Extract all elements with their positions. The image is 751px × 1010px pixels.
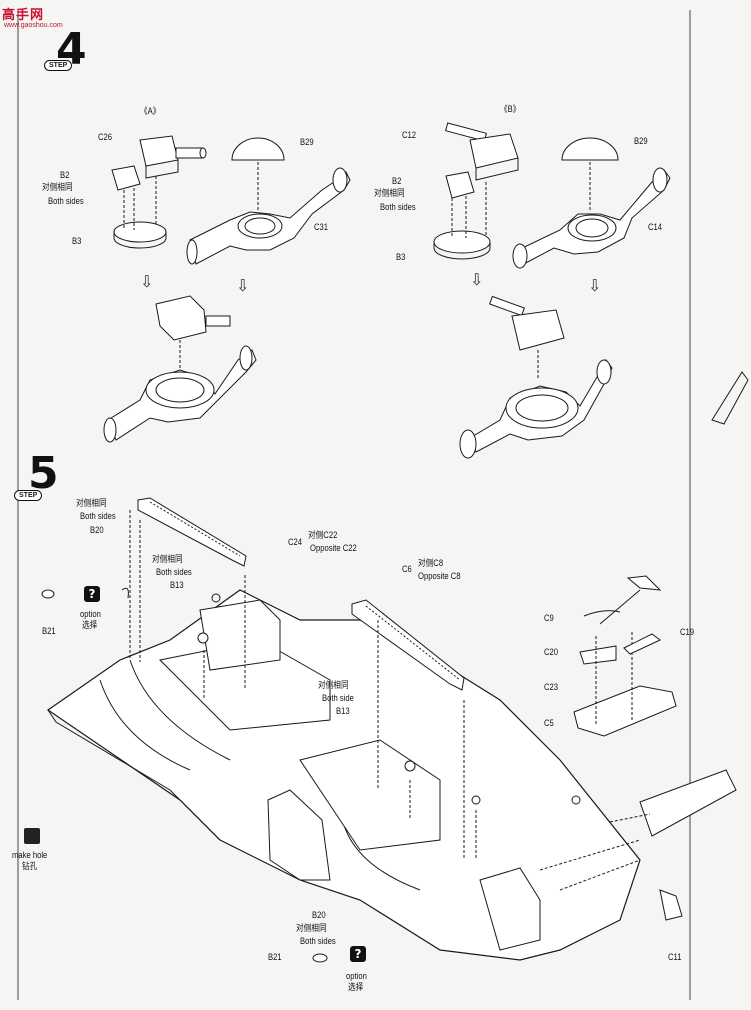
step4-variant-b-drawing [433,122,671,459]
label-option-left-en: option [80,609,101,619]
label-c24: C24 [288,537,303,547]
label-b-b2: B2 [392,176,402,186]
label-option-bottom-en: option [346,971,367,981]
label-make-hole-en: make hole [12,850,48,860]
label-b-both-cn: 对侧相同 [374,188,405,198]
label-c12: C12 [402,130,417,140]
option-question-icon: ? [84,586,100,602]
option-question-icon: ? [350,946,366,962]
label-c6: C6 [402,564,412,574]
label-a-b29: B29 [300,137,314,147]
label-c19: C19 [680,627,695,637]
label-c24-opp-cn: 对侧C22 [308,530,338,540]
label-c5: C5 [544,718,554,728]
label-c20: C20 [544,647,559,657]
label-option-left-cn: 选择 [82,620,98,630]
label-bottom-b20: B20 [312,910,326,920]
down-arrow-icon: ⇩ [470,270,484,289]
label-center-both-cn: 对侧相同 [318,680,349,690]
label-c26: C26 [98,132,113,142]
label-c14: C14 [648,222,663,232]
label-center-both-en: Both side [322,693,354,703]
label-a-both-en: Both sides [48,196,84,206]
label-c6-opp-cn: 对侧C8 [418,558,444,568]
label-bottom-both-en: Both sides [300,936,336,946]
label-left-both-en: Both sides [80,511,116,521]
label-c6-opp-en: Opposite C8 [418,571,461,581]
label-c11: C11 [668,952,682,962]
label-c23: C23 [544,682,559,692]
watermark-logo: 高手网 [2,8,45,23]
label-a-b2: B2 [60,170,70,180]
label-mid-both-en: Both sides [156,567,192,577]
down-arrow-icon: ⇩ [588,276,602,295]
step4-variant-a-drawing [103,135,351,443]
label-option-bottom-cn: 选择 [348,982,364,992]
drill-icon [24,828,40,844]
label-bottom-both-cn: 对侧相同 [296,923,327,933]
label-b13-center: B13 [336,706,350,716]
label-b-b29: B29 [634,136,648,146]
label-b-b3: B3 [396,252,406,262]
label-b13: B13 [170,580,184,590]
label-make-hole-cn: 钻孔 [22,861,38,871]
step4-variant-a: 《A》 [140,106,161,116]
step4-variant-b: 《B》 [500,104,521,114]
down-arrow-icon: ⇩ [140,272,154,291]
label-left-both-cn: 对侧相同 [76,498,107,508]
down-arrow-icon: ⇩ [236,276,250,295]
step4-tag: STEP [44,60,73,71]
step5-tag: STEP [14,490,43,501]
watermark-url: www.gaoshou.com [4,22,63,29]
label-c24-opp-en: Opposite C22 [310,543,357,553]
step5-hull-drawing [41,371,749,963]
label-a-both-cn: 对侧相同 [42,182,73,192]
label-a-b3: B3 [72,236,82,246]
label-c9: C9 [544,613,554,623]
label-mid-both-cn: 对侧相同 [152,554,183,564]
label-b20: B20 [90,525,104,535]
label-c31: C31 [314,222,329,232]
label-bottom-b21: B21 [268,952,282,962]
label-b-both-en: Both sides [380,202,416,212]
label-b21-left: B21 [42,626,56,636]
